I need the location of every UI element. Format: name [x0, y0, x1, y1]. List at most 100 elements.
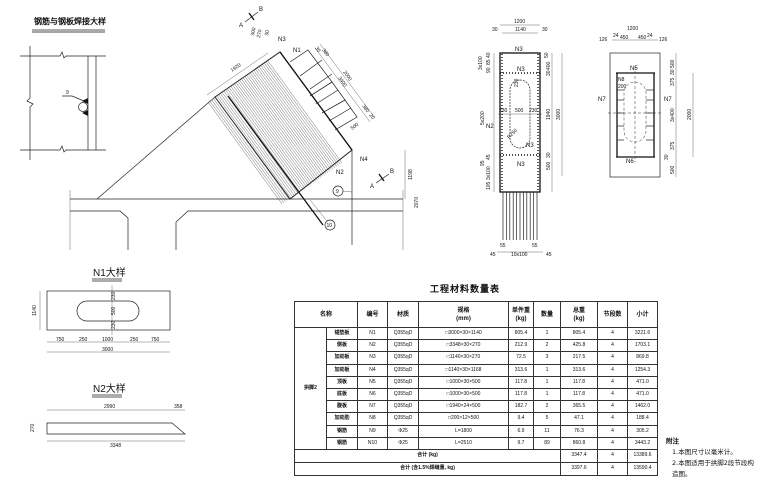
- rebar-line: [239, 80, 314, 183]
- cell-qty: 2: [533, 339, 561, 353]
- cell-unit-weight: 9.7: [508, 436, 534, 450]
- cell-qty: 5: [533, 412, 561, 426]
- cell-code: N10: [357, 436, 388, 450]
- total-segments: 4: [597, 448, 628, 463]
- cell-spec: □3000×30×1140: [418, 326, 509, 341]
- cell-subtotal: 305.2: [627, 424, 658, 438]
- svg-text:750: 750: [56, 337, 65, 343]
- label-n3: N3: [278, 37, 286, 43]
- cell-unit-weight: 6.9: [508, 424, 534, 438]
- svg-text:30: 30: [264, 30, 271, 37]
- cell-name: 锚垫板: [326, 326, 358, 341]
- label-n2: N2: [486, 124, 494, 130]
- rebar-line: [266, 62, 341, 165]
- cell-subtotal: 1254.3: [627, 363, 658, 377]
- cell-unit-weight: 117.8: [508, 375, 534, 389]
- section-mark-top: A B: [239, 7, 263, 29]
- group-cell: 拱脚2: [294, 327, 327, 450]
- notes: 附注 1.本图尺寸以毫米计。 2.本图适用于拱脚2段节段构造图。: [666, 436, 760, 480]
- cell-code: N7: [357, 400, 388, 414]
- notes-title: 附注: [666, 437, 679, 445]
- cell-segments: 4: [597, 424, 628, 438]
- svg-text:270: 270: [30, 423, 36, 432]
- svg-text:230: 230: [111, 291, 117, 300]
- svg-text:10x100: 10x100: [511, 252, 528, 258]
- svg-text:500: 500: [111, 306, 117, 315]
- header-segments: 节段数: [597, 301, 628, 328]
- svg-text:1000: 1000: [102, 337, 113, 343]
- cell-unit-weight: 313.6: [508, 363, 534, 377]
- svg-text:2070: 2070: [414, 197, 420, 208]
- total-subtotal: 13590.4: [627, 461, 658, 476]
- total-weight: 3347.4: [560, 448, 598, 463]
- rebar-line: [259, 66, 334, 170]
- svg-text:30: 30: [664, 154, 670, 160]
- rebar-line: [218, 94, 293, 197]
- svg-text:50: 50: [544, 52, 550, 58]
- cell-unit-weight: 9.4: [508, 412, 534, 426]
- label-n2: N2: [336, 170, 344, 176]
- cell-qty: 89: [533, 436, 561, 450]
- svg-text:5x200: 5x200: [480, 111, 486, 125]
- svg-text:90: 90: [486, 67, 492, 73]
- svg-text:750: 750: [151, 337, 160, 343]
- svg-text:3x100: 3x100: [478, 56, 484, 70]
- rebar-line: [257, 68, 332, 171]
- total-label: 合计 (含1.5%焊缝重, kg): [294, 461, 561, 476]
- rebar-line: [230, 86, 306, 189]
- cell-material: Q355qD: [387, 339, 419, 353]
- cell-qty: 3: [533, 351, 561, 365]
- total-subtotal: 13389.6: [627, 448, 658, 463]
- svg-text:3x400: 3x400: [670, 108, 676, 122]
- cell-spec: □3348×30×270: [418, 339, 509, 353]
- cell-spec: L=1800: [418, 424, 509, 438]
- note-item: 2.本图适用于拱脚2段节段构造图。: [672, 459, 754, 478]
- cell-name: 侧板: [326, 339, 358, 353]
- svg-text:2000: 2000: [687, 109, 693, 120]
- cell-qty: 1: [533, 363, 561, 377]
- cell-total: 365.5: [560, 400, 598, 414]
- cell-qty: 1: [533, 387, 561, 402]
- label-n3: N3: [517, 67, 525, 73]
- svg-text:30: 30: [492, 27, 498, 33]
- cell-material: Q355qD: [387, 326, 419, 341]
- callout-10-circle: [324, 219, 336, 231]
- rebar-line: [211, 99, 286, 202]
- svg-text:A: A: [370, 184, 374, 190]
- cell-name: 钢筋: [326, 436, 358, 450]
- rebar-line: [220, 93, 295, 196]
- cell-total: 425.8: [560, 339, 598, 353]
- total-weight: 3397.6: [560, 461, 598, 476]
- svg-text:230: 230: [529, 108, 538, 114]
- cell-material: Q355qD: [387, 363, 419, 377]
- rebar-line: [267, 60, 343, 164]
- cell-subtotal: 869.8: [627, 351, 658, 365]
- svg-text:20: 20: [367, 113, 375, 121]
- cell-total: 47.1: [560, 412, 598, 426]
- rebar-line: [213, 98, 288, 201]
- svg-text:2990: 2990: [104, 404, 115, 410]
- cell-code: N5: [357, 375, 388, 389]
- header-name: 名称: [294, 301, 358, 328]
- svg-text:400: 400: [546, 61, 552, 70]
- svg-text:375: 375: [670, 141, 676, 150]
- cell-segments: 4: [597, 400, 628, 414]
- cell-segments: 4: [597, 326, 628, 341]
- svg-text:30: 30: [546, 152, 552, 158]
- cell-total: 217.5: [560, 351, 598, 365]
- rebar-line: [255, 69, 330, 172]
- table-title: 工程材料数量表: [430, 285, 501, 295]
- side-view: N5 N6 N7 N7 N8 200 1200 126 24 450 450 2…: [598, 26, 694, 178]
- svg-text:35: 35: [313, 46, 321, 54]
- front-view: 1200 1140 30 30 N3 N3 N3 N3 N2 230 500 2…: [478, 19, 563, 258]
- label-n3: N3: [515, 47, 523, 53]
- cell-spec: L=2510: [418, 436, 509, 450]
- rebar-section-icon: [78, 102, 88, 112]
- rebar-line: [262, 64, 337, 167]
- n2-detail-title: N2大样: [93, 382, 126, 395]
- cell-subtotal: 1462.0: [627, 400, 658, 414]
- rebar-line: [232, 85, 307, 188]
